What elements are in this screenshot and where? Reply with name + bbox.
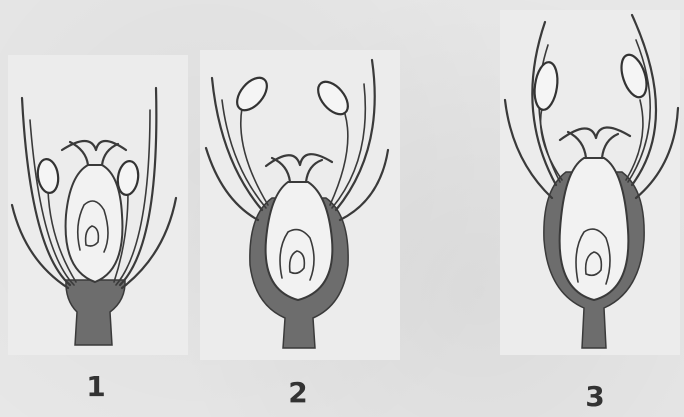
flower-1-anther-left <box>36 158 61 194</box>
flower-1 <box>12 88 176 345</box>
flower-2-style <box>272 158 322 182</box>
flower-2-anther-left <box>231 72 272 115</box>
flower-2-anther-right <box>312 76 353 119</box>
flower-2-stamen-right-filament <box>330 114 348 205</box>
flower-1-ovary <box>66 165 123 282</box>
flower-3-stamen-right-filament <box>626 100 643 180</box>
flower-3-stamen-left-filament <box>541 108 562 180</box>
flower-3 <box>505 15 678 348</box>
figure-label-1: 1 <box>76 370 116 403</box>
figure-label-3: 3 <box>575 380 615 413</box>
figure-label-2: 2 <box>278 376 318 409</box>
flower-2-ovary <box>266 182 333 300</box>
flower-3-anther-left <box>532 61 560 112</box>
flower-3-style <box>568 132 618 158</box>
flower-2-perianth-right-outer <box>336 60 375 210</box>
flower-2-stamen-left-filament <box>241 108 268 205</box>
flower-3-anther-right <box>617 52 652 101</box>
flower-3-stigma <box>560 127 630 140</box>
flower-2 <box>206 60 388 348</box>
flower-1-pedicel <box>66 280 125 345</box>
